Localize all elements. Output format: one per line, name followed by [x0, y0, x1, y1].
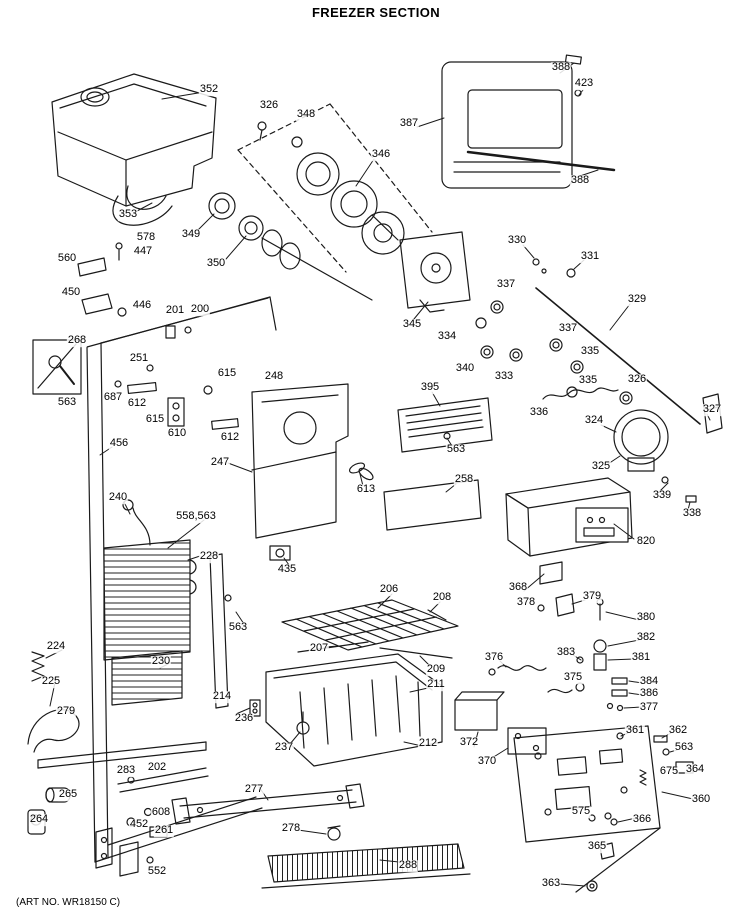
part-hinge-hardware: [77, 242, 239, 430]
part-door-panel: [441, 54, 616, 189]
part-access-panel: [397, 397, 493, 453]
part-left-rails: [27, 741, 209, 877]
part-crusher-housing: [399, 231, 471, 313]
part-floor-rail: [171, 783, 365, 841]
part-water-tube: [27, 651, 80, 753]
part-small-fasteners-top: [257, 121, 303, 148]
part-ice-bucket: [51, 73, 217, 226]
art-number: (ART NO. WR18150 C): [16, 897, 121, 908]
part-defrost-parts: [454, 593, 694, 892]
part-grille: [261, 843, 471, 889]
part-handle-bracket: [32, 339, 82, 395]
part-basket: [265, 653, 443, 767]
dashed-guides: [237, 103, 433, 273]
part-duct-panel: [251, 383, 374, 561]
part-rollers: [296, 152, 405, 255]
part-auger: [208, 192, 373, 301]
part-mullion: [209, 553, 261, 717]
part-linkage-hardware: [475, 258, 701, 425]
part-wire-shelf: [281, 599, 459, 659]
part-icemaker: [505, 477, 633, 585]
page-title: FREEZER SECTION: [311, 5, 441, 20]
part-motor: [613, 393, 723, 503]
part-cover-panel: [383, 479, 482, 531]
